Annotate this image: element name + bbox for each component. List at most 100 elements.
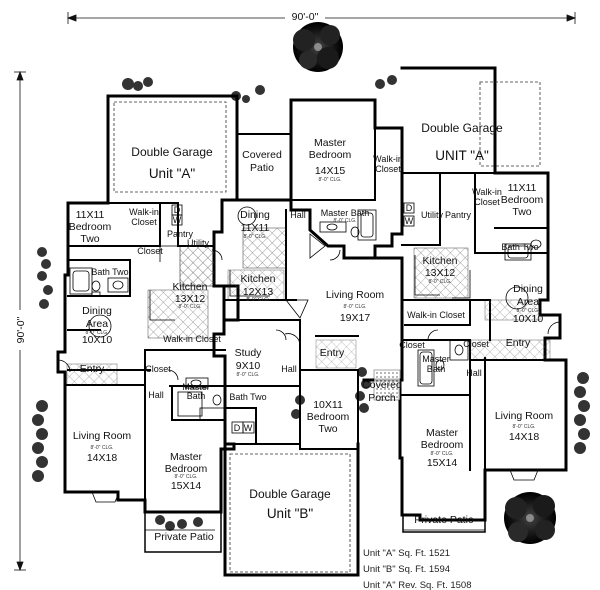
svg-text:8'-0" CLG.: 8'-0" CLG. <box>90 445 113 451</box>
washer-icon: W <box>405 216 414 226</box>
area-unit-a: Unit "A" Sq. Ft. 1521 <box>363 548 450 559</box>
svg-text:Bedroom: Bedroom <box>307 411 350 423</box>
room-covered-patio: Covered <box>242 149 282 161</box>
garage-door-outlines <box>113 81 541 573</box>
svg-text:8'-0" CLG.: 8'-0" CLG. <box>178 304 201 310</box>
svg-text:Closet: Closet <box>474 197 500 207</box>
svg-text:8'-0" CLG.: 8'-0" CLG. <box>512 424 535 430</box>
svg-text:15X14: 15X14 <box>427 457 458 469</box>
svg-text:Area: Area <box>86 318 108 330</box>
room-bath-two-a-right: Bath Two <box>501 242 538 252</box>
room-bath-two-b: Bath Two <box>229 392 266 402</box>
svg-text:8'-0" CLG.: 8'-0" CLG. <box>85 330 108 336</box>
svg-text:Bedroom: Bedroom <box>69 221 112 233</box>
room-private-patio-a-right: Private Patio <box>414 514 474 526</box>
room-master-bedroom-a-right: Master <box>426 427 459 439</box>
svg-text:12X13: 12X13 <box>243 286 274 298</box>
room-bedroom-two-b: 10X11 <box>313 399 343 411</box>
width-dimension: 90'-0" <box>292 11 319 23</box>
room-covered-porch: Covered <box>362 379 402 391</box>
room-double-garage-a-left: Double Garage <box>131 145 213 159</box>
square-footage-notes: Unit "A" Sq. Ft. 1521 Unit "B" Sq. Ft. 1… <box>363 548 471 590</box>
dryer-icon: D <box>406 203 413 213</box>
room-living-room-a-right: Living Room <box>495 410 554 422</box>
svg-text:Two: Two <box>512 206 531 218</box>
svg-text:Bath: Bath <box>427 364 446 374</box>
svg-text:8'-0" CLG.: 8'-0" CLG. <box>318 177 341 183</box>
svg-text:8'-0" CLG.: 8'-0" CLG. <box>174 474 197 480</box>
washer-icon: W <box>173 215 182 225</box>
depth-dimension: 90'-0" <box>15 316 27 343</box>
svg-text:Bedroom: Bedroom <box>165 463 208 475</box>
room-hall-b2: Hall <box>281 364 297 374</box>
room-master-bath-a-left: Master <box>182 382 210 392</box>
svg-text:15X14: 15X14 <box>171 480 202 492</box>
svg-text:Area: Area <box>517 296 539 308</box>
room-double-garage-b: Double Garage <box>249 487 331 501</box>
room-private-patio-a-left: Private Patio <box>154 531 214 543</box>
unit-a-label-left: Unit "A" <box>149 166 196 181</box>
svg-text:Closet: Closet <box>375 164 401 174</box>
unit-a-label-right: UNIT "A" <box>435 148 489 163</box>
room-living-room-b: Living Room <box>326 289 385 301</box>
svg-text:8'-0" CLG.: 8'-0" CLG. <box>333 218 356 224</box>
room-pantry-a-right: Pantry <box>445 210 472 220</box>
room-bedroom-two-a-right: 11X11 <box>508 182 537 194</box>
svg-text:11X11: 11X11 <box>241 222 270 234</box>
room-walkin-closet-b: Walk-in <box>373 154 403 164</box>
room-closet-a-right2: Closet <box>399 340 425 350</box>
room-kitchen-a-right: Kitchen <box>422 255 457 267</box>
svg-text:Patio: Patio <box>250 162 274 174</box>
room-double-garage-a-right: Double Garage <box>421 121 503 135</box>
svg-text:13X12: 13X12 <box>175 293 206 305</box>
room-utility-a-left: Utility <box>187 238 209 248</box>
svg-text:10X10: 10X10 <box>513 313 544 325</box>
svg-text:Two: Two <box>80 233 99 245</box>
svg-text:9X10: 9X10 <box>236 360 261 372</box>
room-walkin-closet-a-right: Walk-in <box>472 187 502 197</box>
washer-icon: W <box>244 423 253 433</box>
svg-text:Closet: Closet <box>131 217 157 227</box>
fixtures <box>57 202 561 531</box>
room-dining-area-a-left: Dining <box>82 305 112 317</box>
svg-text:14X18: 14X18 <box>87 452 118 464</box>
svg-text:14X15: 14X15 <box>315 165 346 177</box>
area-unit-a-rev: Unit "A" Rev. Sq. Ft. 1508 <box>363 580 471 590</box>
svg-text:8'-0" CLG.: 8'-0" CLG. <box>246 297 269 303</box>
shrubs <box>32 75 590 531</box>
svg-text:8'-0" CLG.: 8'-0" CLG. <box>430 451 453 457</box>
dryer-icon: D <box>174 205 181 215</box>
svg-text:8'-0" CLG.: 8'-0" CLG. <box>516 308 539 314</box>
area-unit-b: Unit "B" Sq. Ft. 1594 <box>363 564 450 575</box>
room-bedroom-two-a-left: 11X11 <box>76 209 105 221</box>
svg-text:13X12: 13X12 <box>425 267 456 279</box>
room-kitchen-a-left: Kitchen <box>172 281 207 293</box>
room-entry-a-right: Entry <box>506 337 531 349</box>
room-master-bath-b: Master Bath <box>321 208 370 218</box>
room-bath-two-a-left: Bath Two <box>91 267 128 277</box>
patios <box>144 512 486 553</box>
room-living-room-a-left: Living Room <box>73 430 132 442</box>
svg-text:Bedroom: Bedroom <box>501 194 544 206</box>
svg-text:Two: Two <box>318 423 337 435</box>
room-closet-a-left: Closet <box>137 246 163 256</box>
svg-text:8'-0" CLG.: 8'-0" CLG. <box>428 279 451 285</box>
room-study-b: Study <box>235 347 263 359</box>
room-utility-a-right: Utility <box>421 210 443 220</box>
svg-text:Bedroom: Bedroom <box>309 149 352 161</box>
svg-text:8'-0" CLG.: 8'-0" CLG. <box>343 304 366 310</box>
tile-floors <box>66 227 551 401</box>
svg-text:Porch: Porch <box>368 392 396 404</box>
room-hall-a-right: Hall <box>466 368 482 378</box>
room-kitchen-b: Kitchen <box>240 273 275 285</box>
tree-bottom-right <box>504 492 556 544</box>
room-entry-a-left: Entry <box>80 363 105 375</box>
room-entry-b: Entry <box>320 347 345 359</box>
svg-text:10X10: 10X10 <box>82 334 113 346</box>
svg-text:Bedroom: Bedroom <box>421 439 464 451</box>
room-hall-b: Hall <box>290 210 306 220</box>
svg-text:Bath: Bath <box>187 391 206 401</box>
room-pantry-a-left: Pantry <box>167 229 194 239</box>
room-dining-b: Dining <box>240 209 270 221</box>
